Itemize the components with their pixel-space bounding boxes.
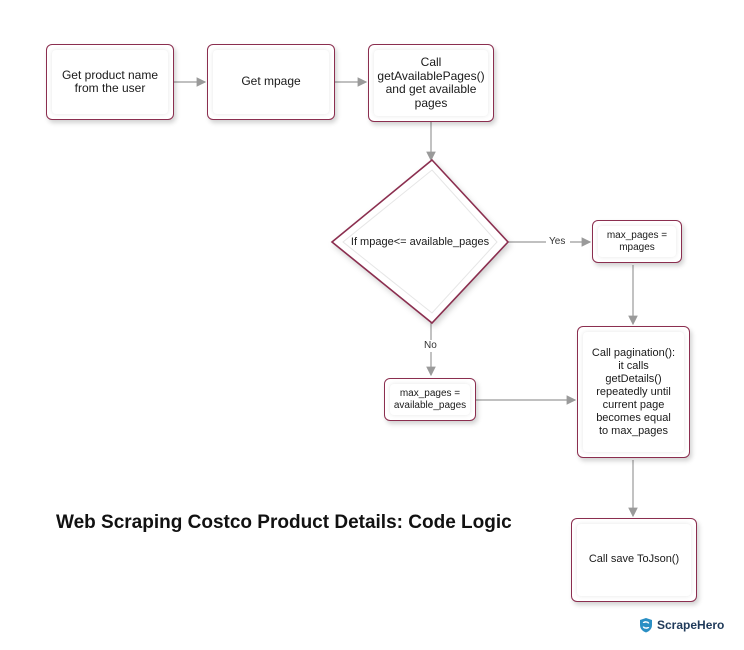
decision-diamond: [330, 158, 510, 325]
node-get-mpage: Get mpage: [207, 44, 335, 120]
brand-name: ScrapeHero: [657, 618, 725, 632]
edge-label-no: No: [424, 340, 437, 351]
node-call-save: Call save ToJson(): [571, 518, 697, 602]
diagram-title: Web Scraping Costco Product Details: Cod…: [56, 512, 512, 533]
node-get-product-name: Get product name from the user: [46, 44, 174, 120]
shield-icon: [640, 618, 652, 633]
node-max-pages-available: max_pages = available_pages: [384, 378, 476, 421]
decision-label: If mpage<= available_pages: [350, 236, 490, 248]
node-max-pages-mpages: max_pages = mpages: [592, 220, 682, 263]
node-call-available-pages: Call getAvailablePages() and get availab…: [368, 44, 494, 122]
edge-label-yes: Yes: [549, 236, 566, 247]
node-call-pagination: Call pagination(): it calls getDetails()…: [577, 326, 690, 458]
brand-logo: ScrapeHero: [639, 617, 724, 633]
